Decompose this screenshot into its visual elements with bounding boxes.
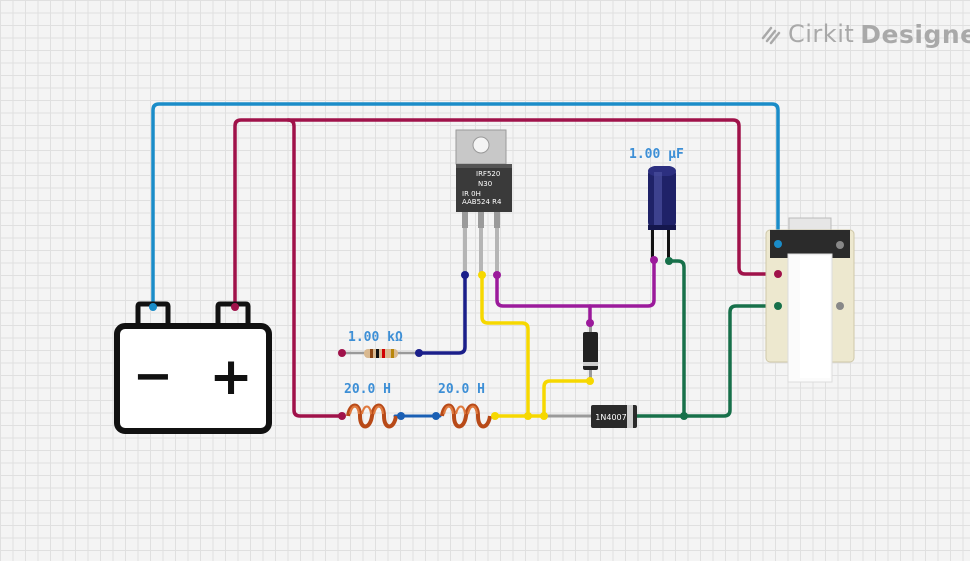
svg-text:IRF520: IRF520: [476, 170, 500, 178]
inductor-right[interactable]: [440, 403, 492, 429]
node-yellow-a: [491, 412, 499, 420]
node-resistor-crimson: [338, 349, 346, 357]
brand-name-bold: Designer: [860, 19, 970, 49]
battery-minus-symbol: −: [133, 348, 173, 404]
node-cap-minus: [650, 256, 658, 264]
node-green-diode: [680, 412, 688, 420]
cirkit-logo-icon: [761, 26, 781, 45]
resistor-value-label: 1.00 kΩ: [348, 330, 403, 345]
brand-logo: Cirkit Designer: [760, 18, 970, 50]
node-battery-minus: [149, 303, 157, 311]
battery-plus-symbol: +: [209, 347, 253, 407]
node-diode-top: [586, 319, 594, 327]
relay[interactable]: [765, 217, 855, 383]
node-cap-plus: [665, 257, 673, 265]
wire-magenta[interactable]: [495, 258, 656, 308]
node-resistor-navy: [415, 349, 423, 357]
capacitor-value-label: 1.00 µF: [629, 147, 684, 162]
svg-text:IR 0H: IR 0H: [462, 190, 481, 198]
node-source: [493, 271, 501, 279]
junction-dots: [149, 240, 782, 420]
brand-name-light: Cirkit: [788, 20, 855, 48]
wire-green-a[interactable]: [667, 259, 686, 418]
inductor-left-value-label: 20.0 H: [344, 382, 391, 397]
diode-vertical[interactable]: [583, 325, 598, 381]
node-inductor-crimson: [338, 412, 346, 420]
wire-navy[interactable]: [417, 273, 467, 355]
wire-crimson-a[interactable]: [233, 118, 780, 309]
wire-blue[interactable]: [151, 102, 780, 309]
node-relay-crimson: [774, 270, 782, 278]
wire-crimson-b[interactable]: [286, 118, 344, 418]
node-battery-plus: [231, 303, 239, 311]
node-inductor-link-b: [432, 412, 440, 420]
wire-green-b[interactable]: [635, 304, 780, 418]
wire-yellow-b[interactable]: [493, 379, 592, 418]
mosfet-transistor[interactable]: IRF520 N30 IR 0H AAB524 R4: [455, 129, 512, 273]
inductor-left[interactable]: [346, 403, 398, 429]
svg-text:N30: N30: [478, 180, 492, 188]
node-gate: [461, 271, 469, 279]
node-drain: [478, 271, 486, 279]
inductor-right-value-label: 20.0 H: [438, 382, 485, 397]
svg-text:AAB524 R4: AAB524 R4: [462, 198, 502, 206]
diode-1n4007[interactable]: 1N4007: [591, 405, 637, 428]
node-relay-green: [774, 302, 782, 310]
node-inductor-link-a: [397, 412, 405, 420]
electrolytic-capacitor[interactable]: [648, 166, 676, 260]
battery[interactable]: − +: [114, 301, 272, 434]
node-relay-blue: [774, 240, 782, 248]
resistor[interactable]: [364, 349, 398, 358]
node-yellow-b: [524, 412, 532, 420]
diode-part-label: 1N4007: [595, 413, 626, 422]
wire-yellow-a[interactable]: [480, 273, 530, 418]
node-diode-bottom: [586, 377, 594, 385]
node-yellow-c: [540, 412, 548, 420]
